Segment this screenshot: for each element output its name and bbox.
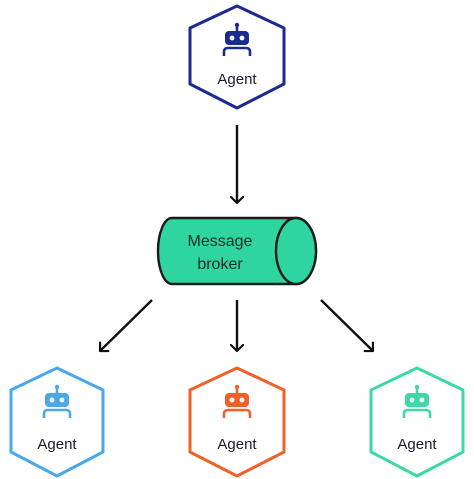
robot-icon xyxy=(42,384,72,418)
center-agent-label: Agent xyxy=(217,436,257,453)
robot-icon xyxy=(222,22,252,56)
arrow-broker-to-right-agent xyxy=(320,299,373,351)
right-agent-hexagon xyxy=(369,366,465,478)
bottom-agent-left: Agent xyxy=(9,366,105,478)
left-agent-hexagon xyxy=(9,366,105,478)
top-agent-label: Agent xyxy=(217,71,257,88)
left-agent-label: Agent xyxy=(37,436,77,453)
arrow-broker-to-left-agent xyxy=(100,299,153,351)
center-agent-hexagon xyxy=(188,366,286,478)
top-agent-node: Agent xyxy=(188,4,286,110)
broker-label-line1: Message xyxy=(188,233,253,250)
bottom-agent-center: Agent xyxy=(188,366,286,478)
robot-icon xyxy=(222,384,252,418)
robot-icon xyxy=(402,384,432,418)
top-agent-hexagon xyxy=(188,4,286,110)
bottom-agent-right: Agent xyxy=(369,366,465,478)
right-agent-label: Agent xyxy=(397,436,437,453)
broker-cap xyxy=(274,216,318,286)
broker-label-line2: broker xyxy=(197,256,243,273)
message-broker: Message broker xyxy=(156,216,318,286)
